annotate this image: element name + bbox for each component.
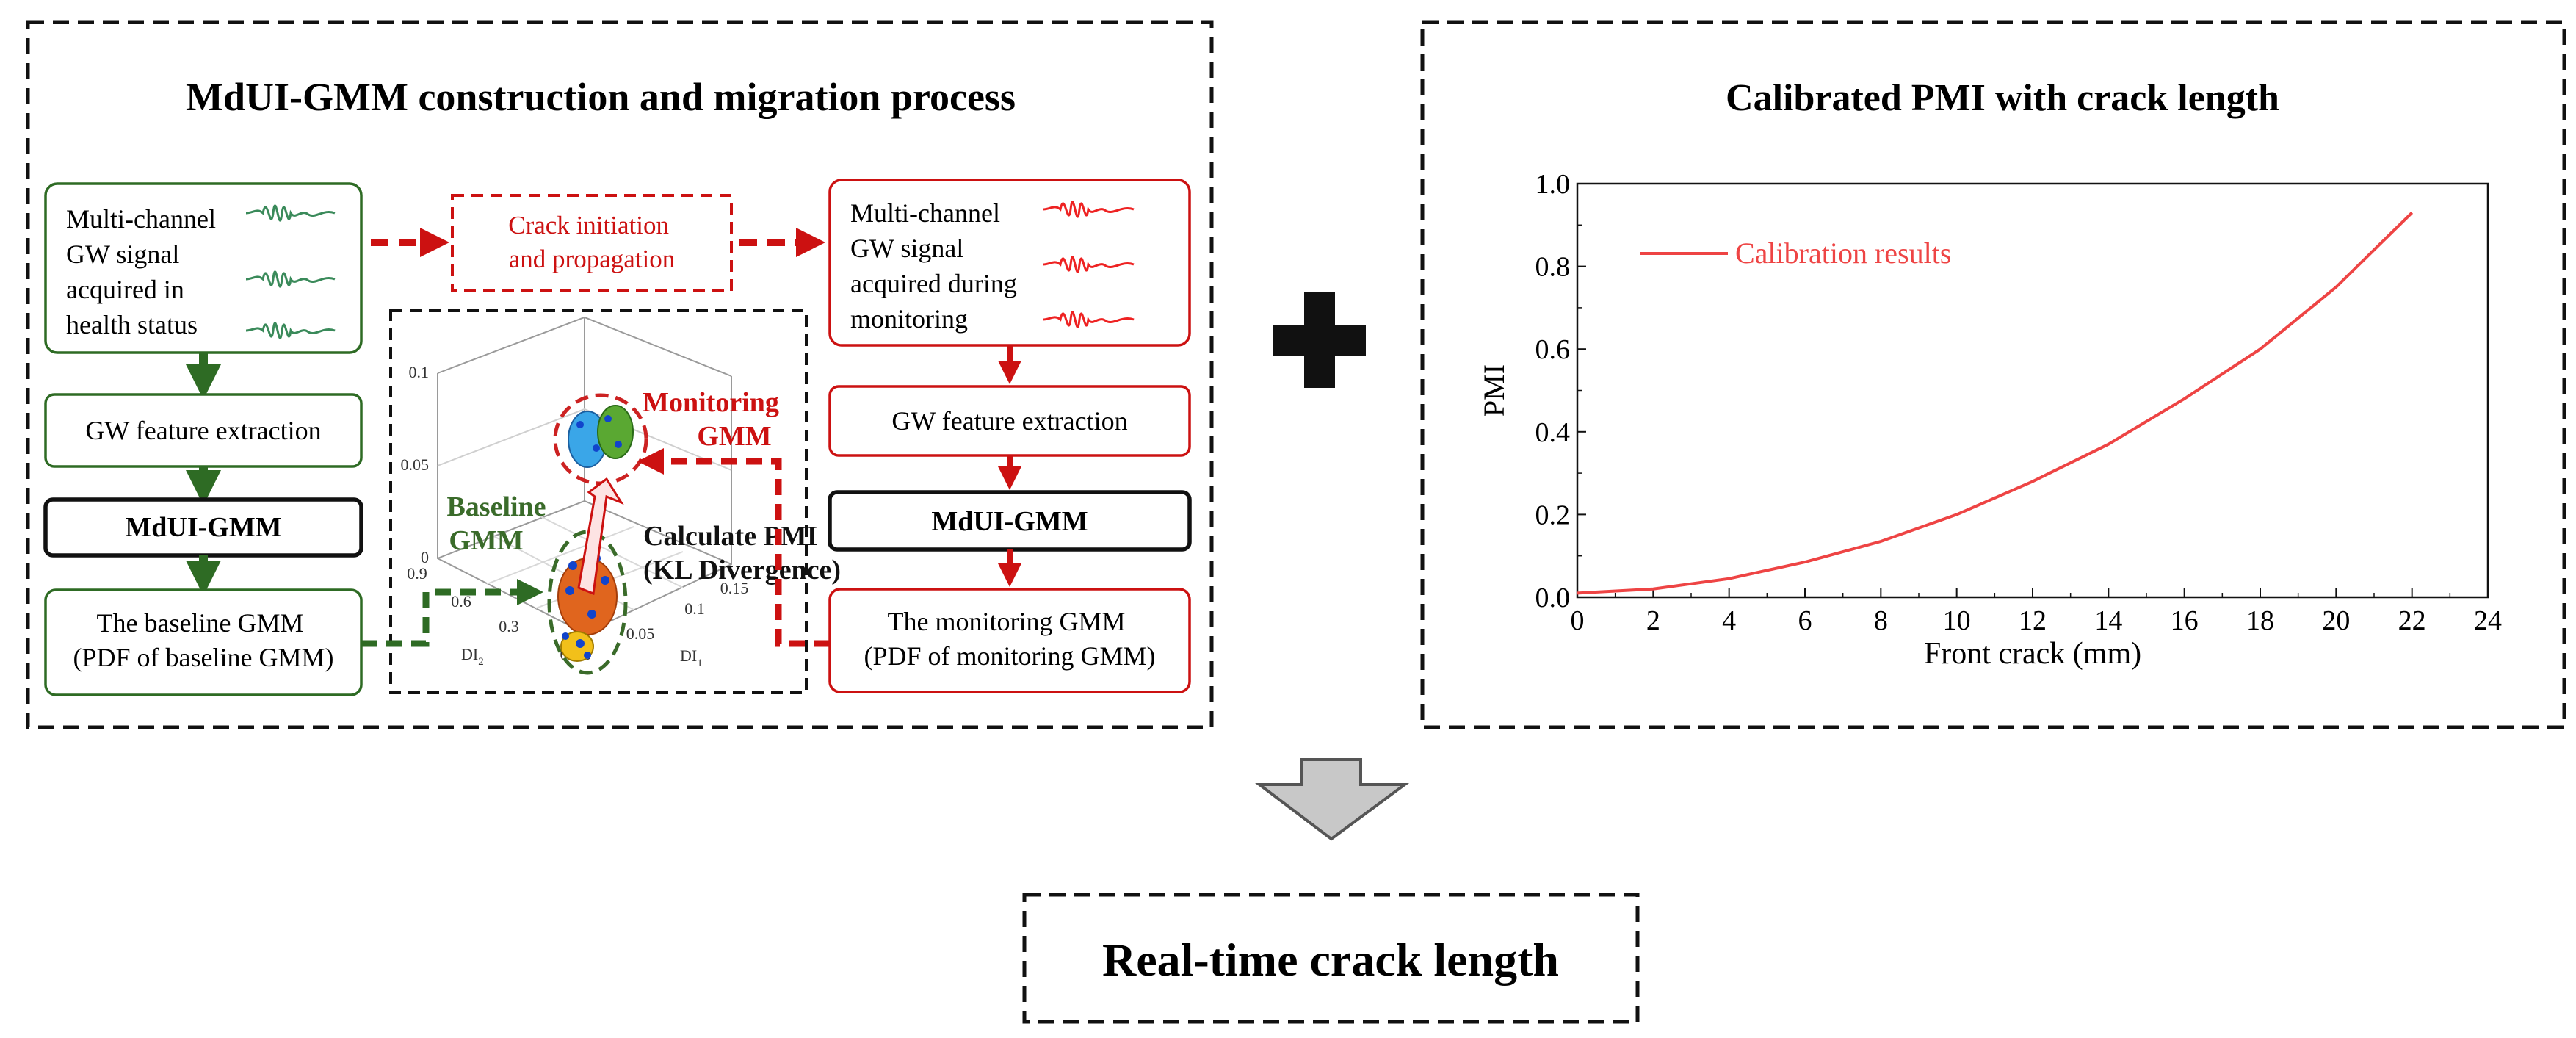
plus-icon (1273, 292, 1366, 388)
x-tick-label: 20 (2322, 605, 2350, 636)
baseline-connector (361, 579, 543, 647)
z-tick: 0.1 (409, 363, 430, 381)
x-tick: 0.05 (626, 624, 655, 643)
health-signal-box: Multi-channel GW signal acquired in heal… (44, 182, 363, 354)
x-tick-label: 24 (2474, 605, 2502, 636)
process-panel-title: MdUI-GMM construction and migration proc… (186, 75, 1016, 119)
baseline-gmm-cluster (547, 530, 628, 675)
health-model-label: MdUI-GMM (125, 512, 281, 543)
monitoring-connector (637, 448, 830, 647)
health-wave-icon (245, 322, 336, 339)
x-tick-label: 2 (1646, 605, 1660, 636)
monitoring-wave-icon (1042, 256, 1135, 273)
svg-text:Monitoring: Monitoring (643, 387, 779, 418)
result-label: Real-time crack length (1102, 934, 1559, 986)
svg-text:GMM: GMM (449, 525, 523, 556)
y-axis-label: PMI (1477, 364, 1510, 417)
x-axis-label: Front crack (mm) (1924, 637, 2141, 671)
x-tick-label: 18 (2246, 605, 2274, 636)
monitoring-signal-line: acquired during (850, 269, 1017, 298)
x-tick-label: 22 (2398, 605, 2426, 636)
health-feature-box: GW feature extraction (44, 393, 363, 468)
monitoring-model-box: MdUI-GMM (828, 490, 1192, 552)
health-wave-icon (245, 270, 336, 288)
x-axis-label: DI1 (680, 646, 703, 669)
chart-panel (1420, 20, 2566, 729)
monitoring-signal-line: Multi-channel (850, 198, 1000, 228)
x-tick-label: 10 (1943, 605, 1971, 636)
monitoring-output-line: (PDF of monitoring GMM) (864, 641, 1155, 671)
health-feature-label: GW feature extraction (85, 416, 321, 445)
monitoring-feature-label: GW feature extraction (891, 406, 1127, 436)
monitoring-wave-icon (1042, 311, 1135, 328)
baseline-gmm-label: Baseline GMM (446, 491, 546, 556)
baseline-output-line: The baseline GMM (97, 608, 304, 638)
gmm-inset-frame (389, 309, 808, 694)
health-signal-line: Multi-channel (66, 204, 216, 234)
x-tick-label: 12 (2019, 605, 2047, 636)
monitoring-feature-box: GW feature extraction (828, 385, 1191, 457)
x-tick-label: 0 (1571, 605, 1585, 636)
x-tick: 0.1 (684, 599, 705, 618)
y-tick-label: 0.6 (1535, 334, 1571, 365)
monitoring-signal-line: monitoring (850, 304, 968, 334)
health-wave-icon (245, 204, 336, 222)
crack-line: Crack initiation (508, 211, 669, 239)
monitoring-signal-box: Multi-channel GW signal acquired during … (828, 179, 1191, 347)
down-arrow-icon (1255, 758, 1410, 841)
monitoring-model-label: MdUI-GMM (931, 506, 1088, 537)
svg-text:Multi-channel GW signal: Multi-channel GW signal acquired during … (850, 198, 1024, 334)
svg-text:Baseline: Baseline (446, 491, 546, 522)
monitoring-signal-line: GW signal (850, 234, 963, 263)
series-line (1577, 211, 2414, 595)
monitoring-gmm-cluster (553, 393, 648, 486)
x-tick-label: 4 (1722, 605, 1736, 636)
health-signal-line: GW signal (66, 239, 179, 269)
monitoring-output-line: The monitoring GMM (888, 607, 1126, 636)
y-axis-label: DI2 (461, 645, 484, 668)
baseline-output-box: The baseline GMM (PDF of baseline GMM) (44, 588, 363, 696)
z-tick: 0 (421, 548, 429, 566)
svg-text:Multi-channel GW signal: Multi-channel GW signal acquired in heal… (66, 204, 222, 339)
z-tick: 0.05 (401, 455, 430, 474)
y-tick-label: 0.2 (1535, 500, 1571, 530)
svg-text:The baseline GMM (PDF of: The baseline GMM (PDF of baseline GMM) (73, 608, 334, 672)
plot-area (1576, 182, 2489, 599)
monitoring-wave-icon (1042, 201, 1135, 218)
health-model-box: MdUI-GMM (43, 497, 363, 558)
process-panel (26, 20, 1214, 729)
y-tick-label: 0.0 (1535, 583, 1571, 613)
migration-arrow (577, 477, 624, 596)
y-tick-label: 1.0 (1535, 169, 1571, 200)
x-tick-label: 14 (2094, 605, 2122, 636)
y-tick: 0.3 (499, 617, 519, 635)
result-box (1022, 893, 1640, 1024)
legend-label: Calibration results (1735, 237, 1951, 270)
x-tick-label: 8 (1874, 605, 1888, 636)
baseline-output-line: (PDF of baseline GMM) (73, 643, 334, 672)
monitoring-gmm-label: Monitoring GMM (643, 387, 779, 452)
x-tick: 0.15 (720, 579, 749, 597)
health-signal-line: health status (66, 310, 198, 339)
crack-line: and propagation (509, 245, 675, 273)
svg-text:GMM: GMM (697, 421, 771, 452)
svg-text:Crack initiation and pro: Crack initiation and propagation (508, 211, 675, 273)
svg-text:(KL Divergence): (KL Divergence) (643, 555, 841, 585)
x-tick-label: 6 (1798, 605, 1812, 636)
y-tick-label: 0.4 (1535, 417, 1571, 448)
kl-divergence-label: Calculate PMI (KL Divergence) (643, 521, 841, 585)
y-tick-label: 0.8 (1535, 252, 1571, 283)
y-tick: 0.9 (407, 564, 427, 583)
monitoring-output-box: The monitoring GMM (PDF of monitoring GM… (828, 588, 1191, 693)
crack-box: Crack initiation and propagation (451, 194, 733, 292)
health-signal-line: acquired in (66, 275, 184, 304)
svg-text:Calculate PMI: Calculate PMI (643, 521, 817, 552)
chart-title: Calibrated PMI with crack length (1726, 77, 2279, 119)
svg-text:The monitoring GMM (PDF: The monitoring GMM (PDF of monitoring GM… (864, 607, 1155, 671)
x-tick-label: 16 (2171, 605, 2199, 636)
